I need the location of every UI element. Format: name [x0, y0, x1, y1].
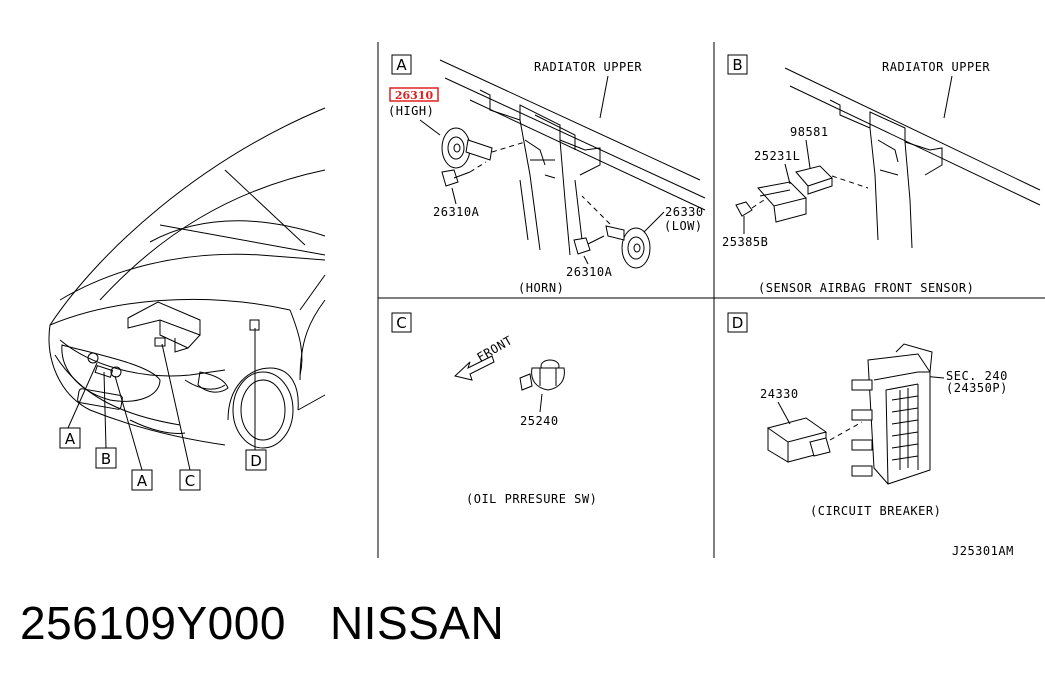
panel-b-radiator-label: RADIATOR UPPER — [882, 60, 990, 74]
callout-c-letter: C — [185, 472, 195, 490]
panel-a-caption: (HORN) — [518, 281, 564, 295]
front-arrow-icon — [453, 355, 495, 381]
panel-a-low-label: (LOW) — [664, 219, 703, 233]
panel-b-letter: B — [732, 56, 742, 74]
panel-a-highlight-part: 26310 — [395, 89, 434, 102]
panel-c: C FRONT 25240 (OIL PRRESURE SW) — [391, 312, 597, 506]
panel-d-part-label: 24330 — [760, 387, 799, 401]
callout-a1: A — [59, 427, 81, 449]
panel-c-part-label: 25240 — [520, 414, 559, 428]
panel-b-part-b-label: 25231L — [754, 149, 800, 163]
panel-d-letter: D — [732, 314, 744, 332]
panel-b: B RADIATOR UPPER 98581 25231L 25385B (SE… — [722, 54, 1041, 295]
panel-c-caption: (OIL PRRESURE SW) — [466, 492, 597, 506]
panel-a-high-label: (HIGH) — [388, 104, 434, 118]
callout-b-letter: B — [101, 450, 111, 468]
panel-a: A RADIATOR UPPER 26310 (HIGH) 26310A — [388, 54, 706, 295]
callout-a2: A — [131, 469, 153, 491]
callout-c: C — [179, 469, 201, 491]
callout-b: B — [95, 447, 117, 469]
callout-a1-letter: A — [65, 430, 76, 448]
panel-a-bolt-bottom-label: 26310A — [566, 265, 613, 279]
panel-c-front-label: FRONT — [475, 333, 515, 364]
callout-a2-letter: A — [137, 472, 148, 490]
panel-d-caption: (CIRCUIT BREAKER) — [810, 504, 941, 518]
car-illustration — [48, 107, 326, 471]
panel-c-letter: C — [396, 314, 406, 332]
part-number: 256109Y000 — [20, 597, 286, 649]
callout-d: D — [245, 449, 267, 471]
panel-grid — [377, 42, 1045, 558]
panel-a-radiator-label: RADIATOR UPPER — [534, 60, 642, 74]
panel-d: D SEC. 240 (24350P) 24330 (CIRCUIT BREAK… — [727, 312, 1008, 518]
callout-d-letter: D — [250, 452, 262, 470]
panel-b-part-c-label: 25385B — [722, 235, 768, 249]
panel-d-sec-line1: SEC. 240 — [946, 369, 1008, 383]
panel-b-part-a-label: 98581 — [790, 125, 829, 139]
panel-a-letter: A — [396, 56, 407, 74]
panel-d-sec-line2: (24350P) — [946, 381, 1008, 395]
panel-b-caption: (SENSOR AIRBAG FRONT SENSOR) — [758, 281, 974, 295]
diagram-code: J25301AM — [952, 544, 1014, 558]
brand-name: NISSAN — [329, 597, 505, 649]
part-caption: 256109Y000 NISSAN — [20, 596, 504, 650]
panel-a-bolt-top-label: 26310A — [433, 205, 480, 219]
panel-a-part-low-label: 26330 — [665, 205, 704, 219]
